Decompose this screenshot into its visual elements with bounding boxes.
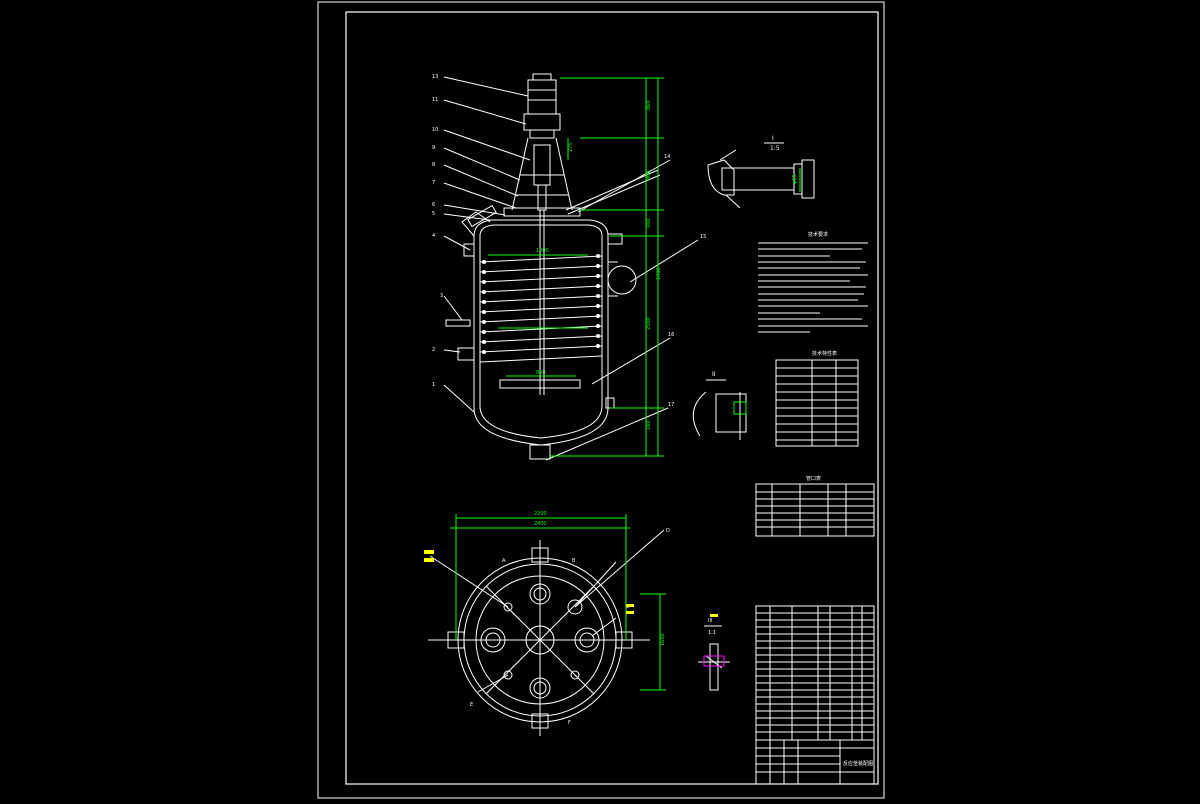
callout-5: 5 <box>432 211 435 217</box>
paddle-impeller <box>499 379 581 389</box>
title-block: 反应釜装配图 <box>756 740 874 784</box>
dim-160b: 160 <box>646 420 652 430</box>
nozzle-table-title: 管口表 <box>806 475 821 482</box>
sheet-inner-border <box>345 11 879 785</box>
detail-i-label: I <box>772 135 774 142</box>
callout-16: 16 <box>668 332 674 338</box>
technical-characteristics-table: 技术特性表 <box>775 350 859 447</box>
detail-ii-label: II <box>712 371 716 378</box>
agitator-support-frame <box>511 137 573 211</box>
detail-iii-view: III 1:1 <box>698 618 730 691</box>
dimension-texts: 860 275 300 160 1900 2500 1800 850 160 <box>536 100 662 430</box>
callout-14: 14 <box>664 154 670 160</box>
callout-10: 10 <box>432 127 438 133</box>
vessel-plan-view <box>428 514 666 736</box>
dim-860: 860 <box>646 100 652 110</box>
top-flange <box>503 207 581 217</box>
heating-coil <box>479 255 603 363</box>
callout-6: 6 <box>432 202 435 208</box>
plan-label-e: E <box>470 702 473 708</box>
dim-300: 300 <box>646 170 652 180</box>
callout-3: 3 <box>440 293 443 299</box>
callout-9: 9 <box>432 145 435 151</box>
callout-4: 4 <box>432 233 435 239</box>
technical-requirements: 技术要求 <box>758 231 868 333</box>
callout-8: 8 <box>432 162 435 168</box>
dim-275: 275 <box>568 142 574 152</box>
tech-requirements-title: 技术要求 <box>808 231 828 238</box>
callout-15: 15 <box>700 234 706 240</box>
callout-1: 1 <box>432 382 435 388</box>
drawing-title: 反应釜装配图 <box>843 760 873 767</box>
vessel-shell <box>473 219 609 446</box>
dim-160: 160 <box>646 218 652 228</box>
plan-label-b: B <box>572 558 576 564</box>
plan-dim-1600: 1600 <box>660 633 666 646</box>
parts-list <box>755 605 875 785</box>
plan-label-a: A <box>502 558 506 564</box>
vessel-elevation-view <box>443 73 699 461</box>
callout-17: 17 <box>668 402 674 408</box>
dim-1900: 1900 <box>656 267 662 280</box>
detail-iii-label: III <box>708 618 712 624</box>
plan-label-d: D <box>666 528 670 534</box>
plan-label-f: F <box>568 720 571 726</box>
detail-i-dim: φ65 <box>792 174 798 184</box>
dim-1800: 1800 <box>536 248 549 254</box>
section-markers <box>424 550 718 617</box>
dim-2500: 2500 <box>646 317 652 330</box>
detail-i-view: I 1:5 φ65 <box>707 135 815 209</box>
tech-table-title: 技术特性表 <box>812 350 837 357</box>
plan-dim-2200: 2200 <box>534 511 547 517</box>
sheet-outer-border <box>317 1 885 799</box>
callout-7: 7 <box>432 180 435 186</box>
nozzle-table: 管口表 <box>755 475 875 537</box>
callout-2: 2 <box>432 347 435 353</box>
dim-850: 850 <box>536 370 546 376</box>
plan-dim-2400: 2400 <box>534 521 547 527</box>
callout-11: 11 <box>432 97 438 103</box>
detail-i-scale: 1:5 <box>770 145 780 152</box>
callout-numbers: 13 11 10 9 8 7 6 5 4 3 2 1 14 15 16 17 <box>432 74 706 408</box>
detail-ii-view: II <box>692 371 747 440</box>
detail-iii-scale: 1:1 <box>708 630 716 636</box>
callout-13: 13 <box>432 74 438 80</box>
